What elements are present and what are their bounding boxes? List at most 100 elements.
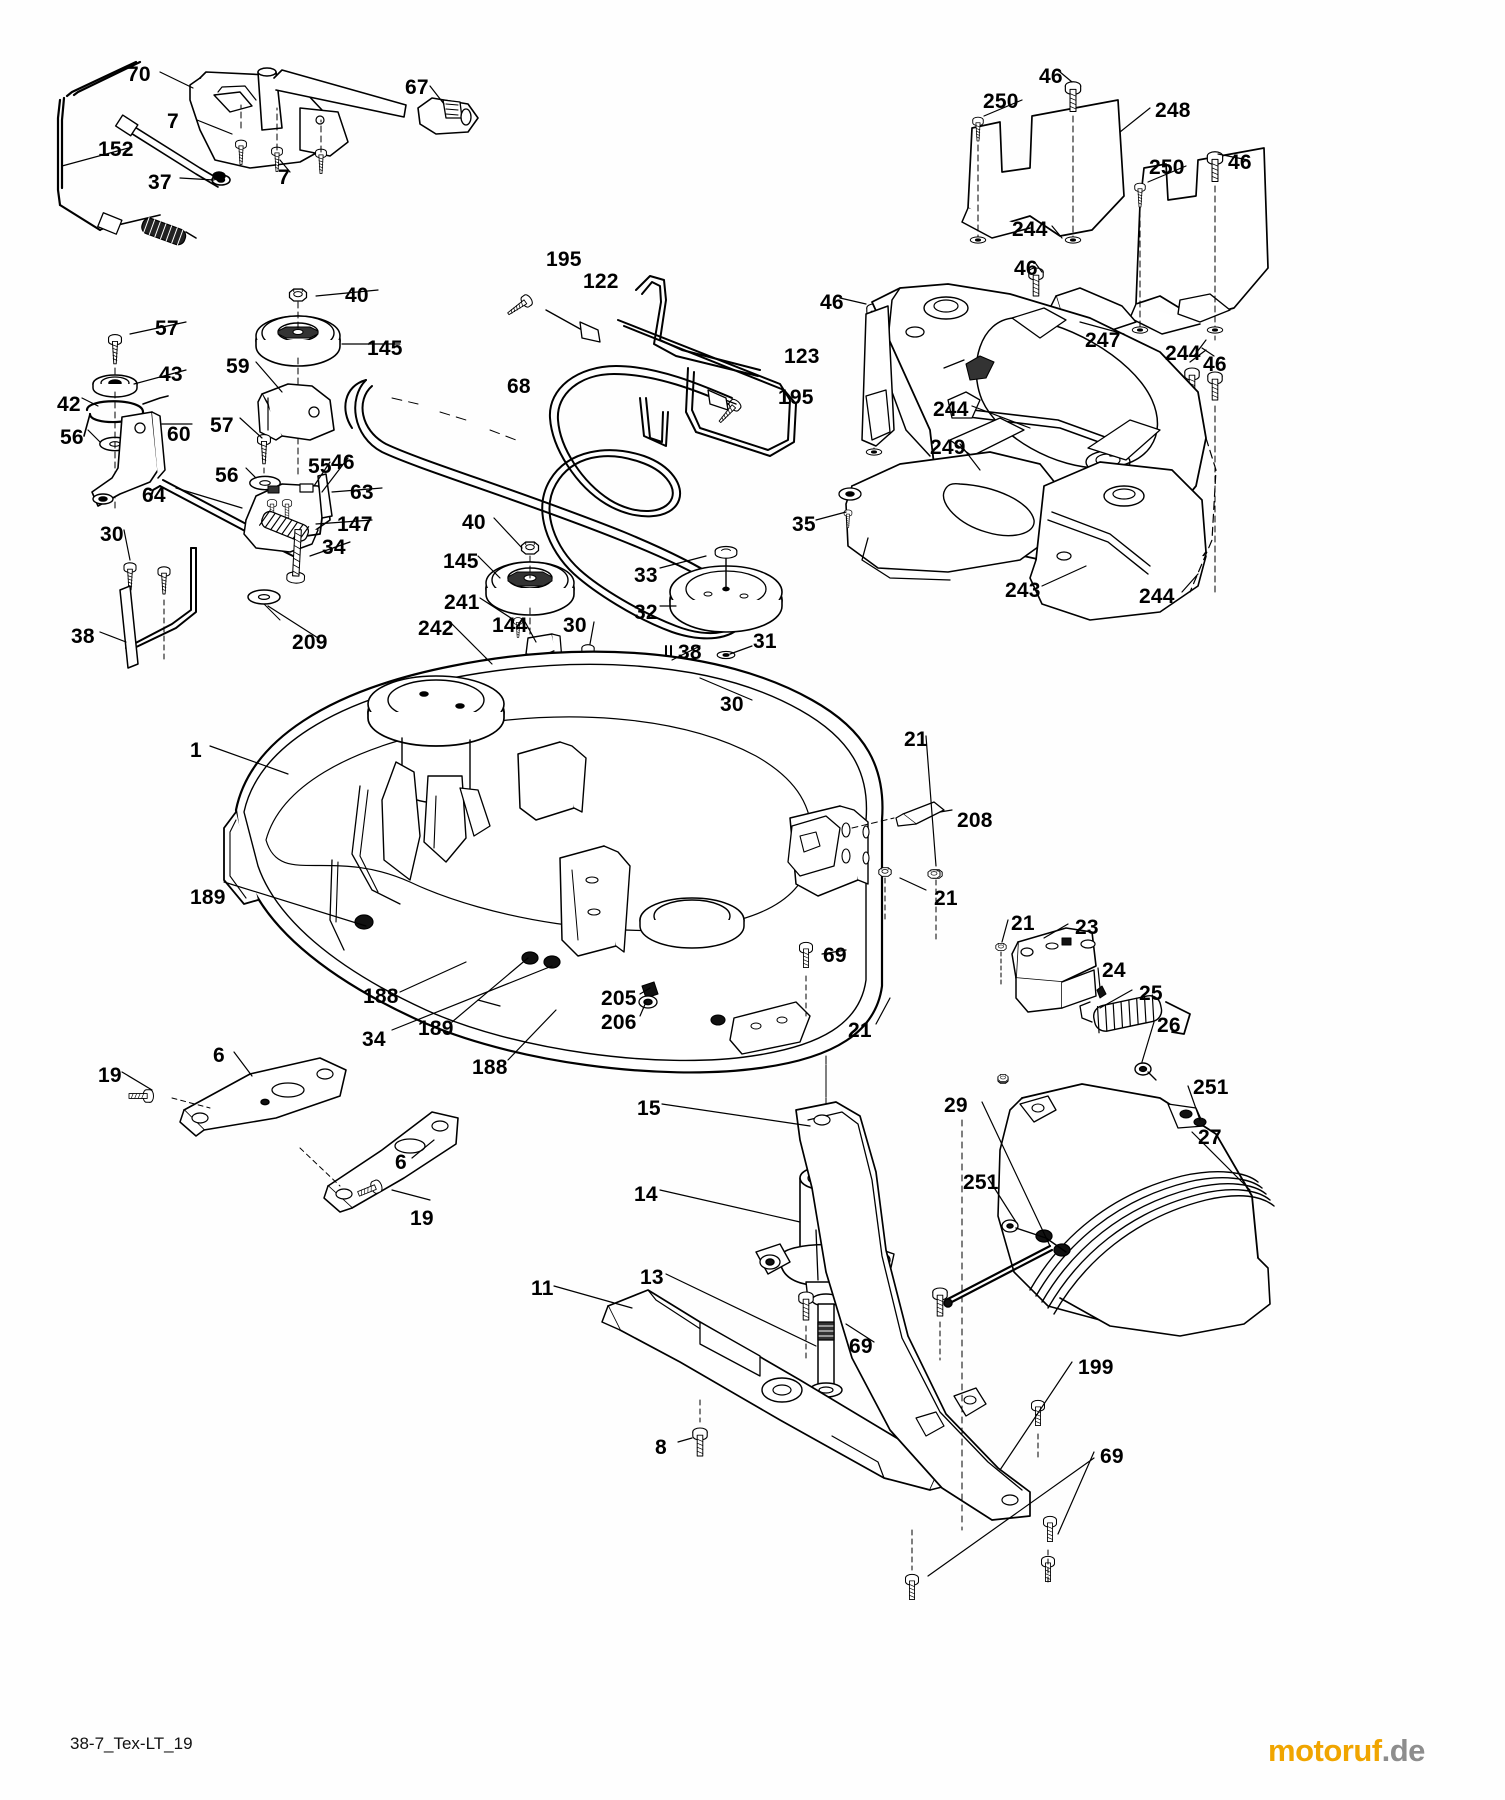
callout-8: 8 <box>655 1436 667 1459</box>
callout-57-b: 57 <box>210 414 234 437</box>
callout-11: 11 <box>531 1277 554 1300</box>
callout-145-a: 145 <box>367 337 403 360</box>
leader-lines <box>61 71 1251 1577</box>
callout-64: 64 <box>142 484 166 507</box>
deck-housing-assembly <box>838 283 1217 621</box>
callout-59: 59 <box>226 355 250 378</box>
callout-188-a: 188 <box>363 985 399 1008</box>
callout-37: 37 <box>148 171 172 194</box>
callout-199: 199 <box>1078 1356 1114 1379</box>
callout-70: 70 <box>127 63 151 86</box>
callout-46-b: 46 <box>1228 151 1252 174</box>
callout-56-b: 56 <box>215 464 239 487</box>
callout-250-b: 250 <box>1149 156 1185 179</box>
callout-26: 26 <box>1157 1014 1181 1037</box>
callout-55: 55 <box>308 455 332 478</box>
callout-21-a: 21 <box>904 728 928 751</box>
callout-209: 209 <box>292 631 328 654</box>
callout-123: 123 <box>784 345 820 368</box>
callout-31: 31 <box>753 630 777 653</box>
callout-34-b: 34 <box>362 1028 386 1051</box>
callout-7-b: 7 <box>278 166 290 189</box>
callout-248: 248 <box>1155 99 1191 122</box>
sheet-code: 38-7_Tex-LT_19 <box>70 1734 193 1753</box>
callout-244-c: 244 <box>933 398 969 421</box>
callout-19-a: 19 <box>98 1064 122 1087</box>
callout-24: 24 <box>1102 959 1126 982</box>
callout-243: 243 <box>1005 579 1041 602</box>
deck-link-brackets <box>128 1057 459 1213</box>
callout-38-a: 38 <box>678 641 702 664</box>
deck-shields <box>865 81 1269 600</box>
drive-belt-and-rods <box>344 275 797 640</box>
callout-1: 1 <box>190 739 202 762</box>
idler-bracket-assembly <box>83 288 341 669</box>
callout-32: 32 <box>634 601 658 624</box>
callout-21-b: 21 <box>934 887 958 910</box>
callout-40-a: 40 <box>345 284 369 307</box>
callout-251-a: 251 <box>1193 1076 1229 1099</box>
callout-69-a: 69 <box>823 944 847 967</box>
callout-244-a: 244 <box>1012 218 1048 241</box>
callout-46-d: 46 <box>820 291 844 314</box>
callout-195-b: 195 <box>778 386 814 409</box>
callout-21-d: 21 <box>848 1019 872 1042</box>
callout-21-c: 21 <box>1011 912 1035 935</box>
control-lever-assembly <box>56 60 479 246</box>
callout-195-a: 195 <box>546 248 582 271</box>
callout-244-b: 244 <box>1165 342 1201 365</box>
callout-30-b: 30 <box>563 614 587 637</box>
callout-56-a: 56 <box>60 426 84 449</box>
callout-244-d: 244 <box>1139 585 1175 608</box>
callout-145-b: 145 <box>443 550 479 573</box>
callout-144: 144 <box>492 614 528 637</box>
callout-247: 247 <box>1085 329 1121 352</box>
callout-242: 242 <box>418 617 454 640</box>
watermark-suffix: .de <box>1381 1733 1426 1768</box>
callout-23: 23 <box>1075 916 1099 939</box>
callout-205: 205 <box>601 987 637 1010</box>
callout-189-b: 189 <box>418 1017 454 1040</box>
callout-30-a: 30 <box>100 523 124 546</box>
callout-42: 42 <box>57 393 81 416</box>
callout-46-e: 46 <box>1203 353 1227 376</box>
deflector-assembly <box>795 927 1275 1601</box>
callout-46-f: 46 <box>331 451 355 474</box>
mower-deck-housing <box>223 650 945 1074</box>
callout-60: 60 <box>167 423 191 446</box>
callout-250-a: 250 <box>983 90 1019 113</box>
callout-46-a: 46 <box>1039 65 1063 88</box>
callout-29: 29 <box>944 1094 968 1117</box>
callout-6-b: 6 <box>395 1151 407 1174</box>
callout-38-b: 38 <box>71 625 95 648</box>
callout-189-a: 189 <box>190 886 226 909</box>
callout-206: 206 <box>601 1011 637 1034</box>
callout-46-c: 46 <box>1014 257 1038 280</box>
callout-251-b: 251 <box>963 1171 999 1194</box>
callout-25: 25 <box>1139 982 1163 1005</box>
callout-69-b: 69 <box>849 1335 873 1358</box>
callout-7-a: 7 <box>167 110 179 133</box>
callout-57-a: 57 <box>155 317 179 340</box>
callout-69-c: 69 <box>1100 1445 1124 1468</box>
callout-34-a: 34 <box>322 536 346 559</box>
callout-14: 14 <box>634 1183 658 1206</box>
callout-63: 63 <box>350 481 374 504</box>
callout-241: 241 <box>444 591 480 614</box>
callout-35: 35 <box>792 513 816 536</box>
callout-30-c: 30 <box>720 693 744 716</box>
watermark-brand: motoruf <box>1268 1733 1382 1768</box>
callout-249: 249 <box>930 436 966 459</box>
center-pulleys <box>484 541 783 761</box>
callout-188-b: 188 <box>472 1056 508 1079</box>
callout-6-a: 6 <box>213 1044 225 1067</box>
callout-27: 27 <box>1198 1126 1222 1149</box>
callout-33: 33 <box>634 564 658 587</box>
callout-68: 68 <box>507 375 531 398</box>
callout-15: 15 <box>637 1097 661 1120</box>
motoruf-watermark: motoruf.de <box>1268 1733 1425 1769</box>
callout-19-b: 19 <box>410 1207 434 1230</box>
callout-208: 208 <box>957 809 993 832</box>
